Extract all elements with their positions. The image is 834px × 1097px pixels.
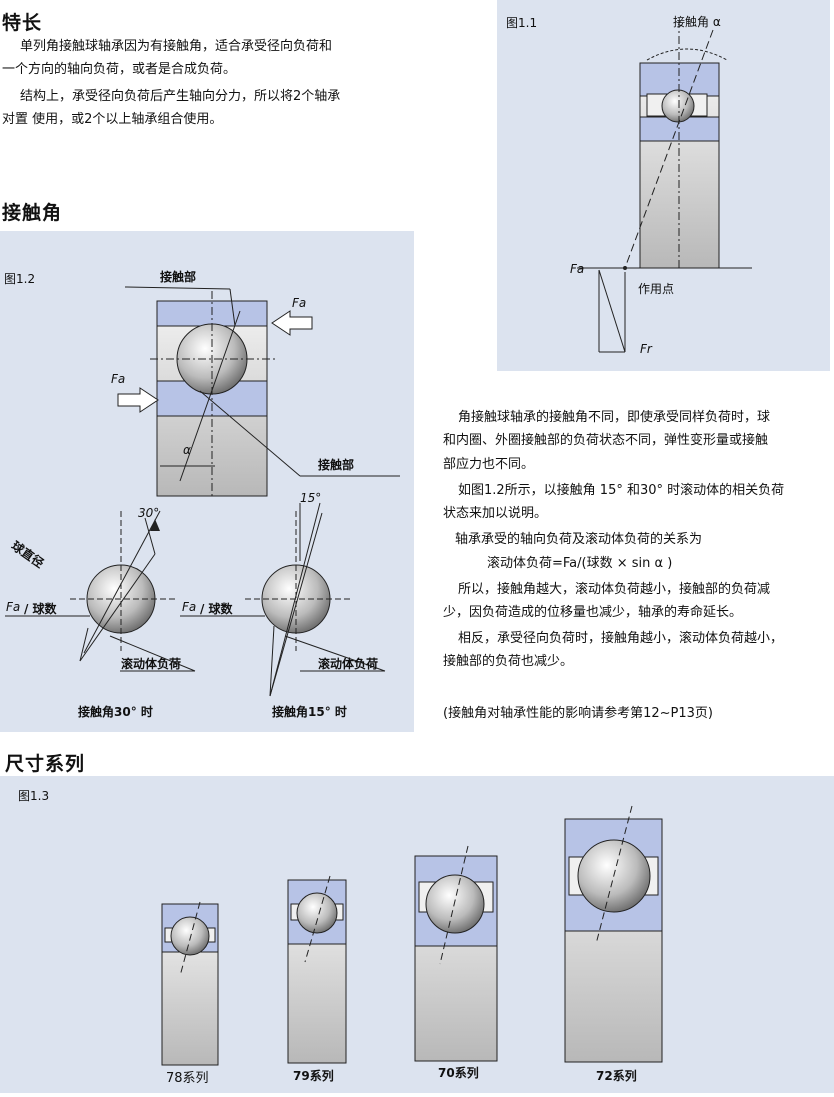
fa-per-ball-right-label: / 球数 (200, 602, 233, 616)
fa-label: Fa (570, 262, 585, 276)
figure-1-1-panel (497, 0, 830, 371)
explain-note: (接触角对轴承性能的影响请参考第12~P13页) (443, 706, 713, 721)
features-para2-line2: 对置 使用，或2个以上轴承组合使用。 (2, 112, 223, 127)
figure-1-1-label: 图1.1 (506, 16, 538, 30)
explain-line-3: 部应力也不同。 (443, 457, 535, 472)
explain-line-11: 接触部的负荷也减少。 (443, 654, 574, 669)
series-78-label: 78系列 (166, 1071, 209, 1086)
fa-per-ball-left-label: / 球数 (24, 602, 57, 616)
fa-left-label: Fa (111, 372, 126, 386)
contact-part-bottom-label: 接触部 (318, 458, 355, 472)
rolling-load-right-label: 滚动体负荷 (318, 657, 379, 671)
explain-line-2: 和内圈、外圈接触部的负荷状态不同，弹性变形量或接触 (443, 433, 769, 448)
figure-1-2-panel (0, 231, 414, 732)
alpha-label: α (183, 443, 191, 457)
features-para2-line1: 结构上，承受径向负荷后产生轴向分力，所以将2个轴承 (20, 89, 341, 104)
rolling-load-left-label: 滚动体负荷 (121, 657, 182, 671)
series-72-label: 72系列 (596, 1069, 637, 1083)
figure-1-2-diagram (5, 286, 400, 697)
contact-angle-label: 接触角 α (673, 15, 721, 29)
action-point-label: 作用点 (638, 282, 675, 296)
explain-line-4: 如图1.2所示，以接触角 15° 和30° 时滚动体的相关负荷 (458, 483, 785, 498)
fa-sym-left: Fa (6, 600, 21, 614)
explain-line-8: 所以，接触角越大，滚动体负荷越小，接触部的负荷减 (458, 582, 771, 597)
explain-line-1: 角接触球轴承的接触角不同，即使承受同样负荷时，球 (458, 410, 771, 425)
features-para1-line2: 一个方向的轴向负荷，或者是合成负荷。 (2, 62, 237, 77)
dimension-series-title: 尺寸系列 (5, 753, 86, 775)
explain-line-5: 状态来加以说明。 (443, 506, 548, 521)
caption-15-label: 接触角15° 时 (272, 705, 347, 719)
explain-line-9: 少，因负荷造成的位移量也减少，轴承的寿命延长。 (443, 605, 743, 620)
angle-15-label: 15° (300, 491, 322, 505)
explain-line-10: 相反，承受径向负荷时，接触角越小，滚动体负荷越小， (458, 631, 784, 646)
series-70-label: 70系列 (438, 1066, 479, 1080)
angle-30-label: 30° (138, 506, 160, 520)
features-title: 特长 (2, 12, 43, 34)
explain-line-6: 轴承承受的轴向负荷及滚动体负荷的关系为 (455, 532, 703, 547)
fa-sym-right: Fa (182, 600, 197, 614)
figure-1-3-panel (0, 776, 834, 1093)
caption-30-label: 接触角30° 时 (78, 705, 153, 719)
features-para1-line1: 单列角接触球轴承因为有接触角，适合承受径向负荷和 (20, 39, 333, 54)
figure-1-2-label: 图1.2 (4, 272, 36, 286)
explain-formula: 滚动体负荷=Fa/(球数 × sin α ) (487, 556, 673, 571)
series-79-label: 79系列 (293, 1069, 334, 1083)
figure-1-1-diagram (577, 20, 752, 353)
contact-angle-title: 接触角 (2, 202, 63, 224)
fa-right-label: Fa (292, 296, 307, 310)
contact-part-top-label: 接触部 (160, 270, 197, 284)
fr-label: Fr (640, 342, 652, 356)
figure-1-3-diagram (161, 805, 663, 1066)
figure-1-3-label: 图1.3 (18, 789, 50, 803)
